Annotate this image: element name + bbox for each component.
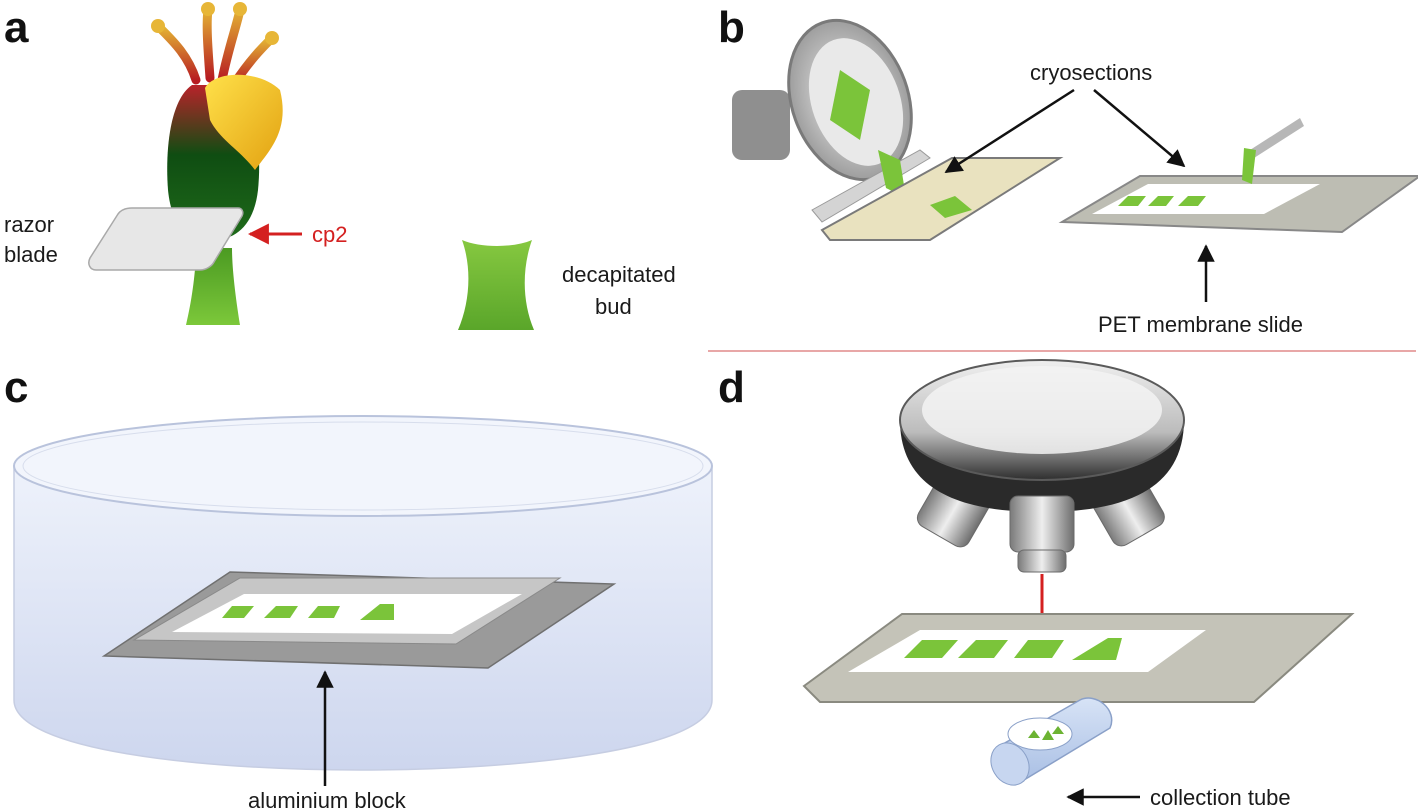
razor-blade-label-line2: blade	[4, 242, 58, 267]
flower-bud-illustration	[88, 2, 283, 325]
glass-slide	[820, 157, 1064, 241]
pet-membrane-slide-label: PET membrane slide	[1098, 312, 1303, 337]
cryosections-label: cryosections	[1030, 60, 1152, 85]
section-on-slide	[930, 196, 972, 218]
cp2-label: cp2	[312, 222, 347, 247]
decapitated-bud-label-line1: decapitated	[562, 262, 676, 287]
panel-letter-d: d	[718, 363, 745, 412]
aluminium-block	[101, 571, 617, 669]
collection-tube-label: collection tube	[1150, 785, 1291, 810]
cryosections-arrow-right	[1093, 89, 1186, 168]
razor-blade-label-line1: razor	[4, 212, 54, 237]
decapitated-bud-shape	[458, 240, 534, 330]
panel-d: d	[718, 359, 1355, 810]
collection-tube	[990, 697, 1113, 786]
panel-letter-c: c	[4, 363, 28, 412]
pet-membrane-slide	[1058, 175, 1418, 234]
panel-letter-b: b	[718, 3, 745, 52]
cryostat-chuck	[732, 18, 913, 182]
panel-b: b cryosections PET membrane sl	[708, 3, 1418, 352]
decapitated-bud-label-line2: bud	[595, 294, 632, 319]
membrane-slide	[802, 613, 1355, 703]
panel-letter-a: a	[4, 3, 29, 52]
panel-a: a razor blade cp2 decapitated bu	[4, 2, 676, 330]
aluminium-block-label: aluminium block	[248, 788, 407, 811]
cryosections-arrow-left	[944, 88, 1075, 174]
microscope-nosepiece	[899, 359, 1185, 573]
panel-c: c aluminium block	[4, 363, 713, 811]
